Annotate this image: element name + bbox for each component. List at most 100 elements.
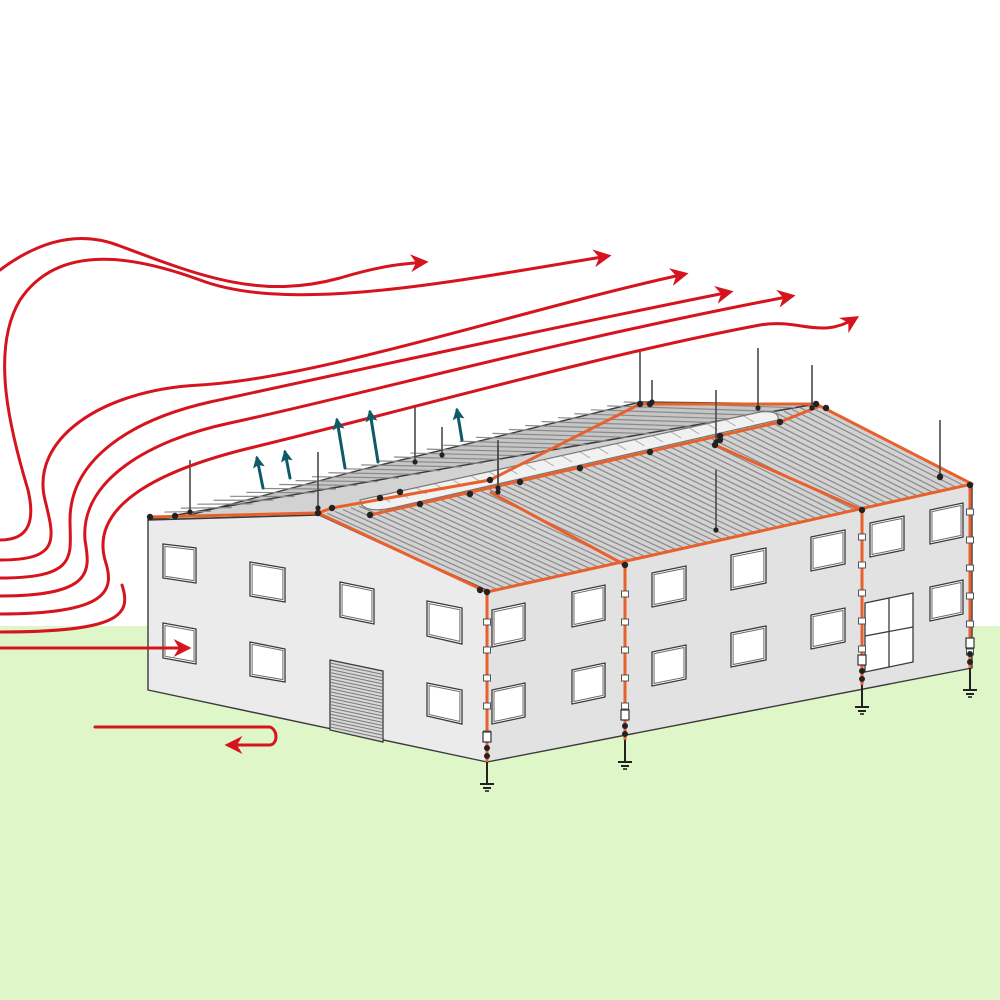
window [162, 543, 197, 584]
window [810, 529, 846, 572]
roof-rib [623, 446, 787, 527]
clamp-dot [636, 400, 644, 408]
window-frame [653, 646, 685, 685]
roof-rib [575, 457, 740, 537]
clamp-dot [476, 586, 484, 594]
clamp-dot [711, 441, 719, 449]
air-terminal-base [809, 405, 815, 411]
skylight-segment [652, 435, 664, 443]
roof-rib [334, 510, 507, 590]
roof-rib [503, 473, 670, 553]
roof-rib [671, 435, 833, 516]
clamp-dot [621, 561, 629, 569]
conductor-fixing [621, 618, 629, 626]
roof-rib [326, 512, 500, 591]
clamp-dot [376, 494, 384, 502]
air-terminal-base [315, 505, 321, 511]
window [869, 515, 905, 558]
conductor-fixing [483, 674, 491, 682]
roof-rib [799, 407, 957, 489]
roof-rib [791, 408, 949, 490]
roof-rib [590, 409, 754, 416]
window [426, 682, 463, 725]
roof-rib [631, 444, 794, 525]
roof-rib [414, 492, 585, 572]
vent-arrow-icon [452, 407, 465, 442]
roof-rib [591, 453, 756, 534]
clamp-dot [484, 745, 490, 751]
window-frame [931, 581, 962, 620]
clamp-dot [396, 488, 404, 496]
window [162, 622, 197, 665]
clamp-dot [967, 651, 973, 657]
window-frame [573, 586, 604, 626]
window [929, 502, 964, 545]
vent-arrow-icon [280, 449, 293, 480]
clamp-dot [646, 400, 654, 408]
roof-rib [735, 421, 895, 502]
skylight-segment [616, 443, 627, 451]
roof-rib [366, 503, 538, 583]
roof-rib [459, 440, 587, 446]
clamp-dot [822, 404, 830, 412]
roof-rib [679, 433, 841, 515]
roof-rib [443, 444, 566, 449]
vent-arrows [252, 407, 465, 490]
roof-rib [743, 419, 903, 501]
test-clamp-icon [620, 709, 630, 721]
roof-rib [783, 410, 942, 492]
clamp-dot [859, 676, 865, 682]
door-slat [330, 688, 383, 701]
door-slat [330, 697, 383, 710]
roof-rib [703, 428, 864, 509]
flow-arrow-icon [0, 316, 860, 616]
clamp-dot [967, 659, 973, 665]
roof-rib [492, 432, 629, 438]
window [249, 641, 286, 683]
window [249, 561, 286, 603]
conductor-fixing [621, 590, 629, 598]
roof-rib [422, 491, 593, 570]
clamp-dot [146, 513, 154, 521]
air-flow-arrows [0, 236, 860, 754]
roof-rib [438, 487, 608, 567]
roof-rib [567, 458, 732, 539]
window [651, 565, 687, 608]
roof-rib [479, 478, 647, 558]
roof-rib [599, 451, 763, 532]
window [929, 579, 964, 622]
roof-rib [527, 467, 693, 548]
clamp-dot [859, 668, 865, 674]
clamp-dot [622, 731, 628, 737]
conductor-fixing [621, 702, 629, 710]
roof-rib [398, 496, 569, 576]
flow-arrow-icon [0, 249, 612, 542]
roof-rib [551, 462, 717, 543]
roof-rib [559, 460, 725, 541]
window [571, 662, 606, 705]
conductor-fixing [966, 508, 974, 516]
test-clamp-icon [482, 731, 492, 743]
window-frame [653, 567, 685, 606]
vent-arrow-icon [252, 455, 265, 490]
window [571, 584, 606, 628]
skylight-segment [725, 419, 736, 427]
clamp-dot [966, 481, 974, 489]
door-slat [330, 713, 383, 726]
window-frame [573, 664, 604, 703]
conductor-fixing [858, 561, 866, 569]
air-terminal-base [713, 527, 719, 533]
flow-arrow-icon [0, 268, 689, 562]
roof-rib [759, 415, 918, 497]
window [426, 600, 463, 645]
cross-conductor-1 [489, 490, 626, 567]
skylight-segment [525, 463, 536, 471]
cross-conductor-2 [714, 443, 863, 512]
roof-rib [775, 412, 934, 494]
roof-rib [511, 471, 678, 551]
window-frame [428, 602, 461, 643]
skylight-segment [743, 415, 755, 423]
roof-rib [663, 437, 825, 518]
roof-rib [406, 494, 577, 574]
